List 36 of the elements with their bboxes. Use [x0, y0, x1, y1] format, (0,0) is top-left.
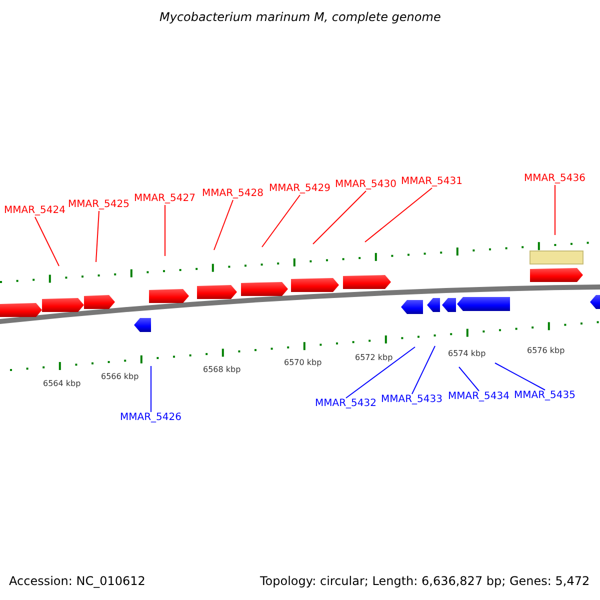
- gene-label: MMAR_5431: [401, 176, 462, 188]
- gene-label: MMAR_5428: [202, 188, 264, 200]
- leader-line: [312, 190, 366, 244]
- leader-line: [458, 366, 480, 392]
- scale-label: 6570 kbp: [284, 358, 322, 368]
- leader-line: [150, 366, 152, 412]
- leader-line: [96, 210, 100, 262]
- leader-line: [554, 184, 556, 236]
- footer-text: Topology: circular; Length: 6,636,827 bp; Genes: 5,472: [260, 575, 590, 587]
- gene-label: MMAR_5436: [524, 173, 586, 185]
- gene-label: MMAR_5426: [120, 412, 182, 424]
- gene-label: MMAR_5427: [134, 193, 196, 205]
- scale-label: 6572 kbp: [355, 353, 393, 363]
- title: Mycobacterium marinum M, complete genome: [160, 11, 441, 23]
- gene-label: MMAR_5430: [335, 179, 396, 191]
- scale-label: 6574 kbp: [448, 349, 486, 359]
- leader-line: [164, 204, 166, 256]
- gene-label: MMAR_5435: [514, 390, 576, 402]
- gene-label: MMAR_5432: [315, 398, 376, 410]
- leader-line: [494, 362, 546, 390]
- leader-line: [34, 216, 60, 266]
- scale-label: 6568 kbp: [203, 365, 241, 375]
- leader-line: [346, 346, 416, 398]
- gene-label: MMAR_5424: [4, 205, 66, 217]
- scale-label: 6576 kbp: [527, 346, 565, 356]
- leader-line: [262, 194, 300, 248]
- scale-label: 6566 kbp: [101, 372, 139, 382]
- leader-line: [364, 188, 432, 242]
- gene-label: MMAR_5433: [381, 394, 442, 406]
- footer-text: Accession: NC_010612: [9, 575, 146, 587]
- gene-label: MMAR_5425: [68, 199, 130, 211]
- leader-line: [412, 346, 436, 394]
- leader-line: [214, 200, 234, 250]
- gene-label: MMAR_5434: [448, 391, 510, 403]
- gene-label: MMAR_5429: [269, 183, 330, 195]
- scale-label: 6564 kbp: [43, 379, 81, 389]
